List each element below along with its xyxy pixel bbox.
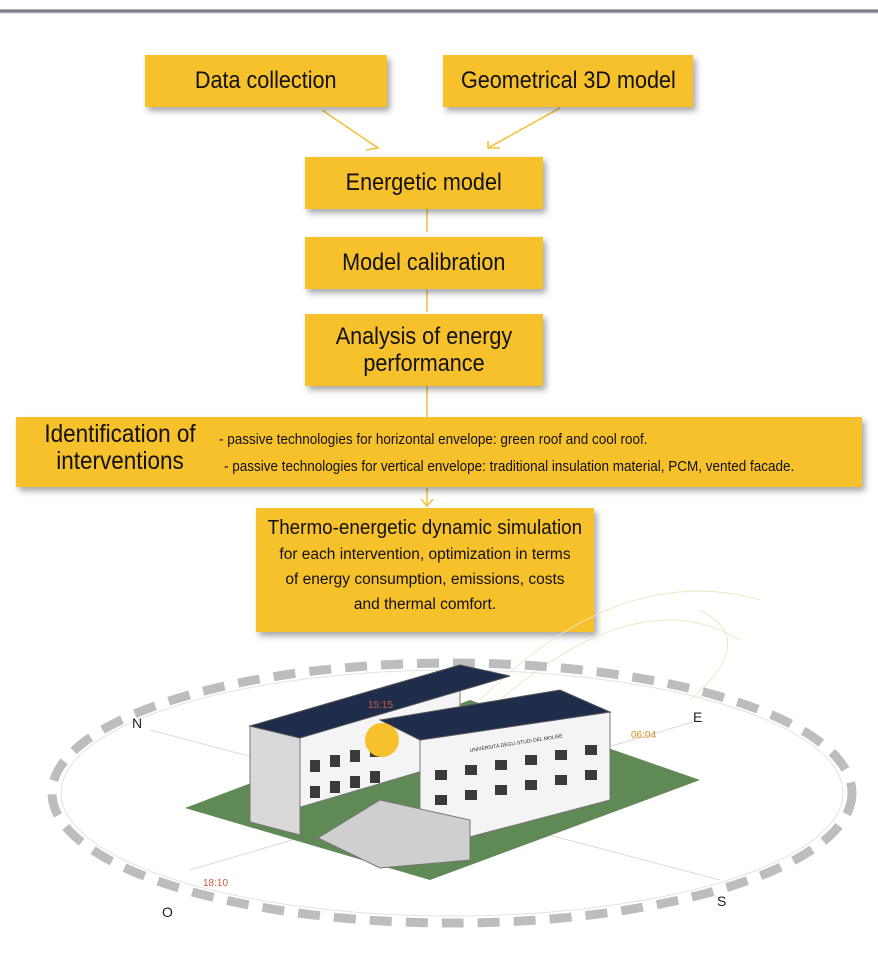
simulation-description: for each intervention, optimization in t… [279, 546, 571, 613]
time-sunrise: 06:04 [631, 730, 656, 741]
data-collection-label: Data collection [195, 67, 337, 94]
direction-east: E [693, 709, 702, 725]
identification-box: Identification of interventions - passiv… [16, 417, 862, 487]
model-calibration-box: Model calibration [305, 237, 543, 289]
time-sunset: 18:10 [203, 878, 228, 889]
model-calibration-label: Model calibration [342, 249, 506, 276]
sun-icon [365, 723, 399, 757]
compass-inner-ring [60, 669, 844, 917]
arrowhead-down [420, 498, 434, 508]
compass-axes [149, 719, 721, 881]
data-collection-box: Data collection [145, 55, 387, 107]
right-building-facade [419, 711, 611, 851]
left-building-facade [249, 664, 461, 823]
vertical-envelope-text: - passive technologies for vertical enve… [224, 458, 795, 475]
direction-north: N [132, 715, 142, 731]
geometrical-model-box: Geometrical 3D model [443, 55, 693, 107]
arrowhead-left [365, 140, 381, 151]
energy-analysis-label: Analysis of energy performance [335, 323, 513, 377]
axis-ns [149, 729, 721, 881]
time-noon: 15:15 [368, 700, 393, 711]
horizontal-envelope-text: - passive technologies for horizontal en… [219, 431, 648, 448]
direction-west: O [162, 904, 173, 920]
ground-plane [185, 700, 700, 880]
connector-geometry-to-energetic [487, 107, 561, 149]
energetic-model-label: Energetic model [345, 169, 503, 196]
energy-analysis-box: Analysis of energy performance [305, 314, 543, 386]
identification-heading: Identification of interventions [44, 420, 196, 475]
left-windows [310, 745, 380, 798]
left-building-roof [248, 664, 511, 739]
building-sign: UNIVERSITÀ DEGLI STUDI DEL MOLISE [469, 732, 564, 754]
simulation-box: Thermo-energetic dynamic simulation for … [256, 508, 594, 632]
geometrical-model-label: Geometrical 3D model [460, 67, 676, 94]
direction-south: S [717, 893, 726, 909]
energetic-model-box: Energetic model [305, 157, 543, 209]
right-windows [435, 745, 597, 805]
sun-arc-3 [689, 609, 728, 701]
axis-eo [189, 719, 701, 871]
sun-arc-2 [499, 619, 741, 701]
compass-ring [47, 658, 857, 928]
right-building-roof [378, 689, 612, 741]
arrowhead-right [487, 141, 500, 149]
top-border [0, 0, 878, 14]
simulation-title: Thermo-energetic dynamic simulation [267, 516, 583, 539]
connector-data-to-energetic [321, 109, 379, 149]
courtyard [316, 799, 471, 869]
left-building-side [249, 725, 301, 836]
